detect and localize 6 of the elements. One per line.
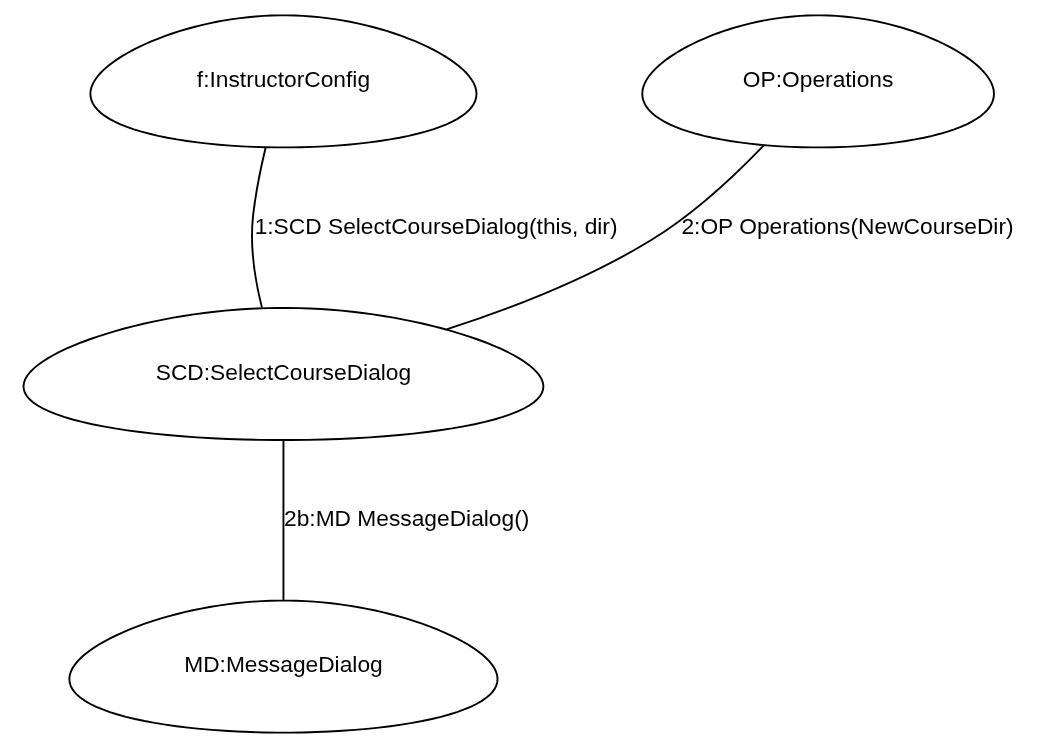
edge-label: 2:OP Operations(NewCourseDir) bbox=[681, 212, 1014, 239]
connector bbox=[282, 439, 285, 602]
edge-label: 1:SCD SelectCourseDialog(this, dir) bbox=[254, 212, 618, 239]
connector bbox=[251, 146, 267, 309]
connector bbox=[445, 144, 765, 331]
edge-label: 2b:MD MessageDialog() bbox=[284, 505, 530, 532]
